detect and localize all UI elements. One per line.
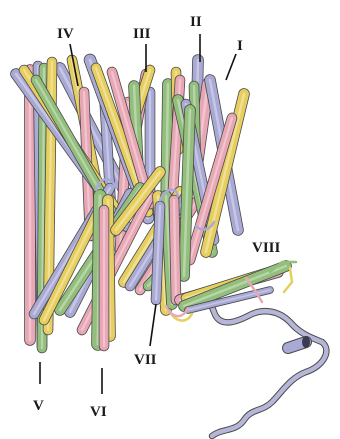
helix-label-v: V (33, 398, 44, 414)
helix-label-iii: III (133, 26, 151, 42)
helix-label-vii: VII (134, 352, 157, 368)
helix-cylinder (156, 206, 160, 300)
helix-cylinder (174, 200, 176, 300)
helix-cylinder (184, 110, 190, 276)
helix-label-i: I (237, 38, 243, 54)
helix-label-vi: VI (90, 404, 107, 420)
helix-label-viii: VIII (252, 240, 281, 256)
helix-label-iv: IV (57, 26, 74, 42)
helix-label-ii: II (190, 14, 202, 30)
